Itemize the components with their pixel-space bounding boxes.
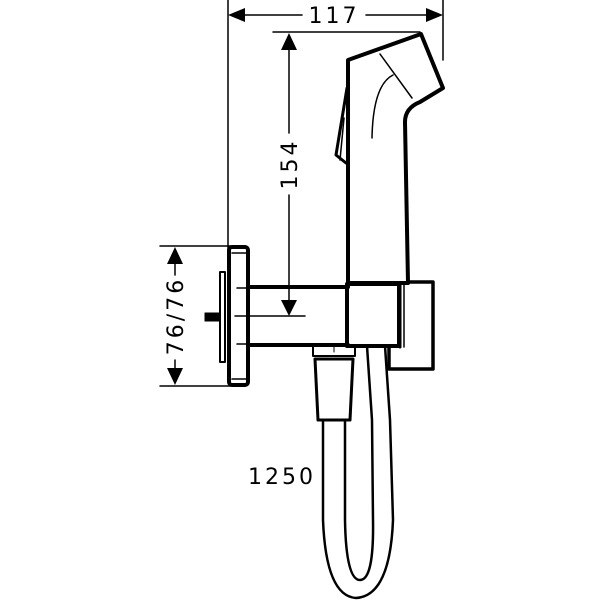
height-label: 154 [278,139,303,190]
hose [321,344,395,600]
width-label: 117 [309,4,360,29]
hose-connector [312,345,356,422]
wall-plate-label: 76/76 [164,277,189,355]
wall-outlet-body [246,280,435,371]
bidet-handset [334,32,445,285]
wall-plate [204,245,250,387]
dimension-wall-plate [159,245,233,387]
hose-length-label: 1250 [248,465,316,490]
dimension-width [227,0,444,251]
